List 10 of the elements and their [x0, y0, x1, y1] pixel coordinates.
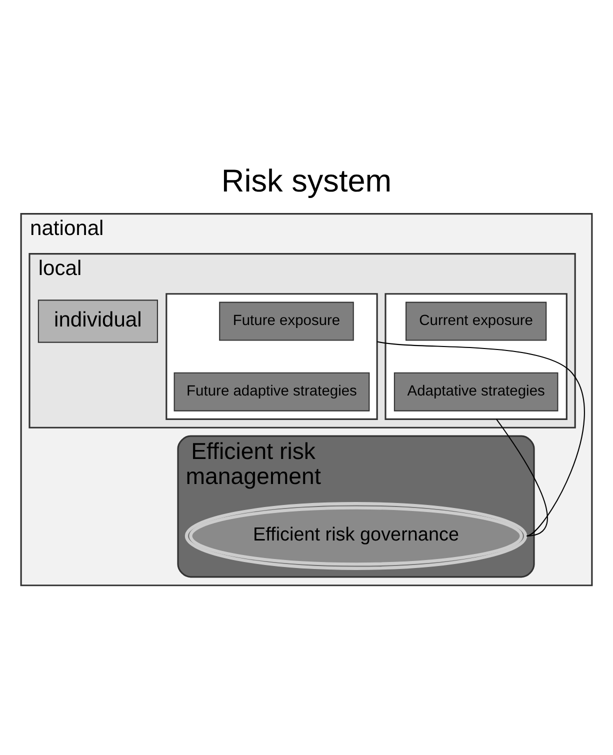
connector: [376, 340, 585, 536]
node-box: Future adaptive strategies: [174, 372, 370, 411]
cluster: [166, 292, 378, 420]
node-box: Future exposure: [219, 301, 354, 340]
cluster: [384, 292, 568, 420]
node-box: Adaptative strategies: [394, 372, 558, 411]
node-box: Current exposure: [406, 301, 547, 340]
node-box: individual: [38, 299, 158, 342]
node-ellipse: Efficient risk governance: [184, 502, 528, 570]
diagram-title: Risk system: [221, 162, 392, 198]
